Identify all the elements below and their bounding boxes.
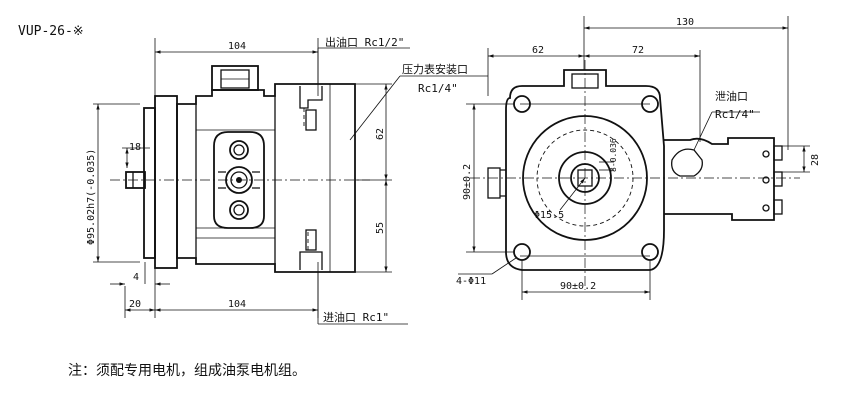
- label-drain-port-size: Rc1/4": [715, 108, 755, 121]
- dim-shaft-diameter: 18: [129, 142, 141, 153]
- dim-pilot-length: 4: [133, 272, 139, 283]
- dim-height-lower: 55: [375, 222, 386, 234]
- label-gauge-port-size: Rc1/4": [418, 82, 458, 95]
- label-outlet-port: 出油口 Rc1/2": [325, 35, 404, 49]
- side-view: 104 104 20 4 Φ95.02h7(-0.035) 18: [86, 35, 488, 325]
- drawing-title: VUP-26-※: [18, 24, 84, 39]
- dim-right-width: 72: [632, 45, 644, 56]
- dim-drain-height: 28: [810, 154, 821, 166]
- dim-pilot-diameter: Φ95.02h7(-0.035): [86, 149, 97, 245]
- front-view: 130 62 72: [456, 16, 821, 300]
- dim-mount-holes: 4-Φ11: [456, 276, 486, 287]
- dim-bolt-spacing-horizontal: 90±0.2: [560, 281, 596, 292]
- label-drain-port-name: 泄油口: [715, 89, 748, 103]
- label-inlet-port: 进油口 Rc1": [323, 310, 389, 324]
- dim-bore-diameter: Φ15.5: [534, 210, 564, 221]
- dim-length-top: 104: [228, 41, 246, 52]
- dim-bolt-spacing-vertical: 90±0.2: [462, 164, 473, 200]
- dim-left-width: 62: [532, 45, 544, 56]
- drawing-note: 注：须配专用电机，组成油泵电机组。: [68, 363, 306, 379]
- label-gauge-port-name: 压力表安装口: [402, 62, 468, 76]
- dim-flange-offset: 20: [129, 299, 141, 310]
- dim-height-upper: 62: [375, 128, 386, 140]
- dim-key-width: 8-0.036: [609, 138, 618, 172]
- dim-overall-width: 130: [676, 17, 694, 28]
- dim-length-bottom: 104: [228, 299, 246, 310]
